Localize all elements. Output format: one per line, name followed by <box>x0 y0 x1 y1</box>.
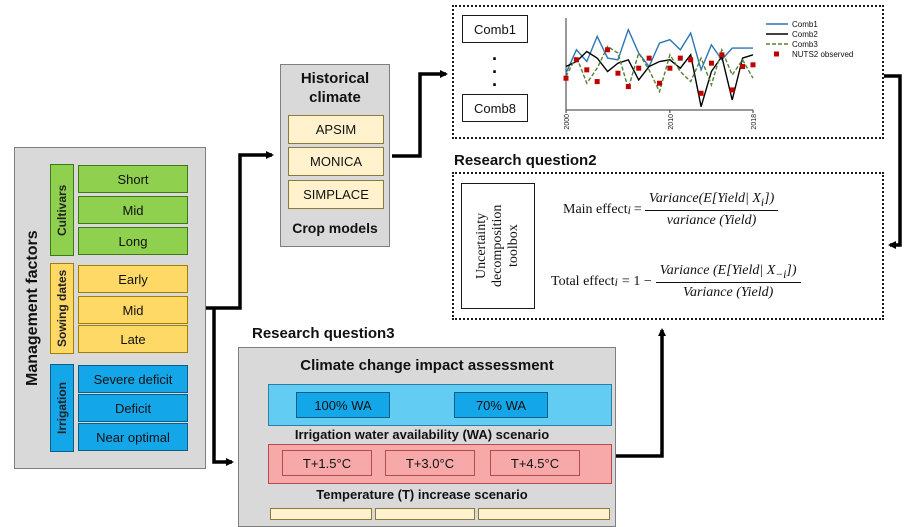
arrow-models-to-combinations <box>392 70 448 158</box>
temperature-scenario-label: Temperature (T) increase scenario <box>316 486 528 502</box>
total-effect-numerator: Variance (E[Yield| X <box>659 262 776 278</box>
irrigation-severe-deficit: Severe deficit <box>78 365 188 393</box>
climate-change-panel <box>238 347 616 527</box>
main-effect-numerator: Variance(E[Yield| X <box>648 190 761 206</box>
temp-4-5-box: T+4.5°C <box>490 450 580 476</box>
chart-series-line-comb1 <box>565 27 753 74</box>
main-effect-numerator-end: ]) <box>764 190 775 206</box>
chart-legend-marker <box>774 51 779 57</box>
cultivar-long: Long <box>78 227 188 255</box>
arrow-rq3-to-rq2 <box>616 328 666 458</box>
climate-change-title: Climate change impact assessment <box>300 356 554 374</box>
arrow-combinations-to-rq2 <box>884 74 902 249</box>
main-effect-denominator: variance (Yield) <box>666 213 757 229</box>
chart-observed-point <box>688 57 694 63</box>
historical-climate-title: Historical climate <box>300 70 370 106</box>
chart-observed-point <box>750 62 756 68</box>
main-effect-fraction: Variance(E[Yield| Xi]) variance (Yield) <box>644 190 779 230</box>
main-effect-label: Main effect <box>563 202 628 217</box>
wa-scenario-label: Irrigation water availability (WA) scena… <box>294 426 550 442</box>
main-effect-numerator-sub: i <box>760 195 765 209</box>
chart-observed-point <box>708 60 714 66</box>
chart-legend-label: Comb1 <box>792 20 818 29</box>
cultivar-short: Short <box>78 165 188 193</box>
chart-observed-point <box>667 65 673 71</box>
wa-70-box: 70% WA <box>454 392 548 418</box>
sowing-mid: Mid <box>78 296 188 324</box>
cultivar-mid: Mid <box>78 196 188 224</box>
chart-observed-point <box>573 57 579 63</box>
chart-observed-point <box>563 75 569 81</box>
chart-legend-label: Comb3 <box>792 40 818 49</box>
irrigation-near-optimal: Near optimal <box>78 423 188 451</box>
comb-dot-1: · <box>492 49 498 69</box>
chart-observed-point <box>594 79 600 85</box>
chart-legend-label: Comb2 <box>792 30 818 39</box>
rq3-title: Research question3 <box>252 325 395 342</box>
wa-100-box: 100% WA <box>296 392 390 418</box>
chart-x-tick-label: 2000 <box>564 114 571 130</box>
temp-3-0-box: T+3.0°C <box>385 450 475 476</box>
total-effect-numerator-sub: −i <box>775 267 787 281</box>
total-effect-fraction: Variance (E[Yield| X−i]) Variance (Yield… <box>655 262 801 302</box>
crop-models-label: Crop models <box>292 220 378 236</box>
comb1-box: Comb1 <box>462 15 528 43</box>
total-effect-prefix: = 1 − <box>621 274 652 289</box>
total-effect-denominator: Variance (Yield) <box>682 285 774 301</box>
model-simplace: SIMPLACE <box>288 180 384 209</box>
chart-observed-point <box>625 84 631 90</box>
chart-observed-point <box>646 55 652 61</box>
chart-observed-point <box>615 70 621 76</box>
rq2-title: Research question2 <box>454 152 597 169</box>
temp-1-5-box: T+1.5°C <box>282 450 372 476</box>
chart-observed-point <box>698 90 704 96</box>
chart-observed-point <box>584 67 590 73</box>
chart-x-tick-label: 2018 <box>751 114 758 130</box>
chart-observed-point <box>677 55 683 61</box>
main-effect-sub: i <box>627 203 631 217</box>
model-apsim: APSIM <box>288 115 384 144</box>
chart-observed-point <box>729 87 735 93</box>
irrigation-deficit: Deficit <box>78 394 188 422</box>
arrow-management-to-models <box>206 151 274 310</box>
chart-observed-point <box>605 47 611 53</box>
total-effect-numerator-end: ]) <box>786 262 797 278</box>
chart-observed-point <box>657 80 662 86</box>
sowing-early: Early <box>78 265 188 293</box>
chart-observed-point <box>740 64 746 70</box>
chart-x-tick-label: 2010 <box>668 114 675 130</box>
main-effect-equals: = <box>633 202 642 217</box>
model-monica: MONICA <box>288 147 384 176</box>
sowing-late: Late <box>78 325 188 353</box>
chart-observed-point <box>719 52 725 58</box>
comb-dot-2: · <box>492 62 498 82</box>
arrow-management-to-rq3 <box>212 308 234 466</box>
chart-series-line-comb3 <box>565 45 754 94</box>
comb8-box: Comb8 <box>462 94 528 122</box>
chart-observed-point <box>636 65 642 71</box>
total-effect-label: Total effect <box>551 274 615 289</box>
total-effect-sub: i <box>614 275 618 289</box>
chart-legend-label: NUTS2 observed <box>792 50 853 59</box>
comb-dot-3: · <box>492 75 498 95</box>
